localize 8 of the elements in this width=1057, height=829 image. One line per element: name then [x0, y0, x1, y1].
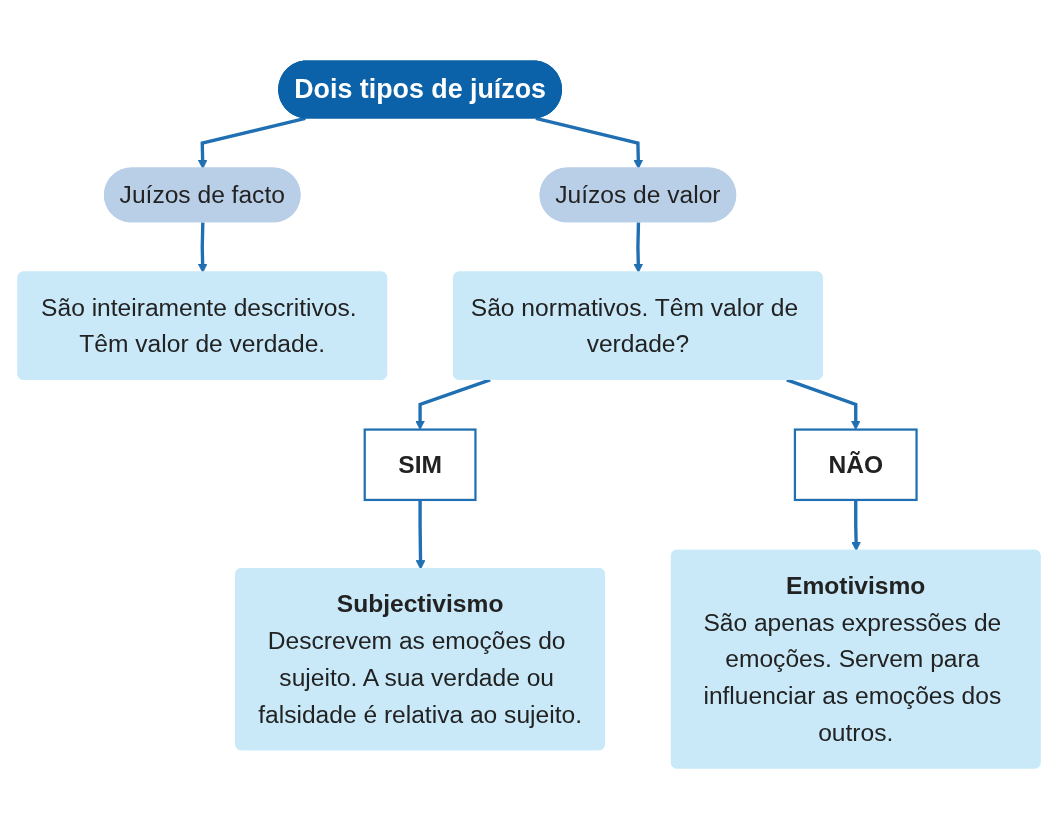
arrow — [535, 116, 643, 170]
arrow — [415, 499, 425, 570]
arrow — [850, 499, 861, 552]
arrow — [632, 222, 643, 274]
node-box: SIM — [363, 428, 477, 502]
node-box: NÃO — [793, 428, 918, 502]
arrow — [197, 222, 208, 274]
arrow — [197, 116, 306, 170]
